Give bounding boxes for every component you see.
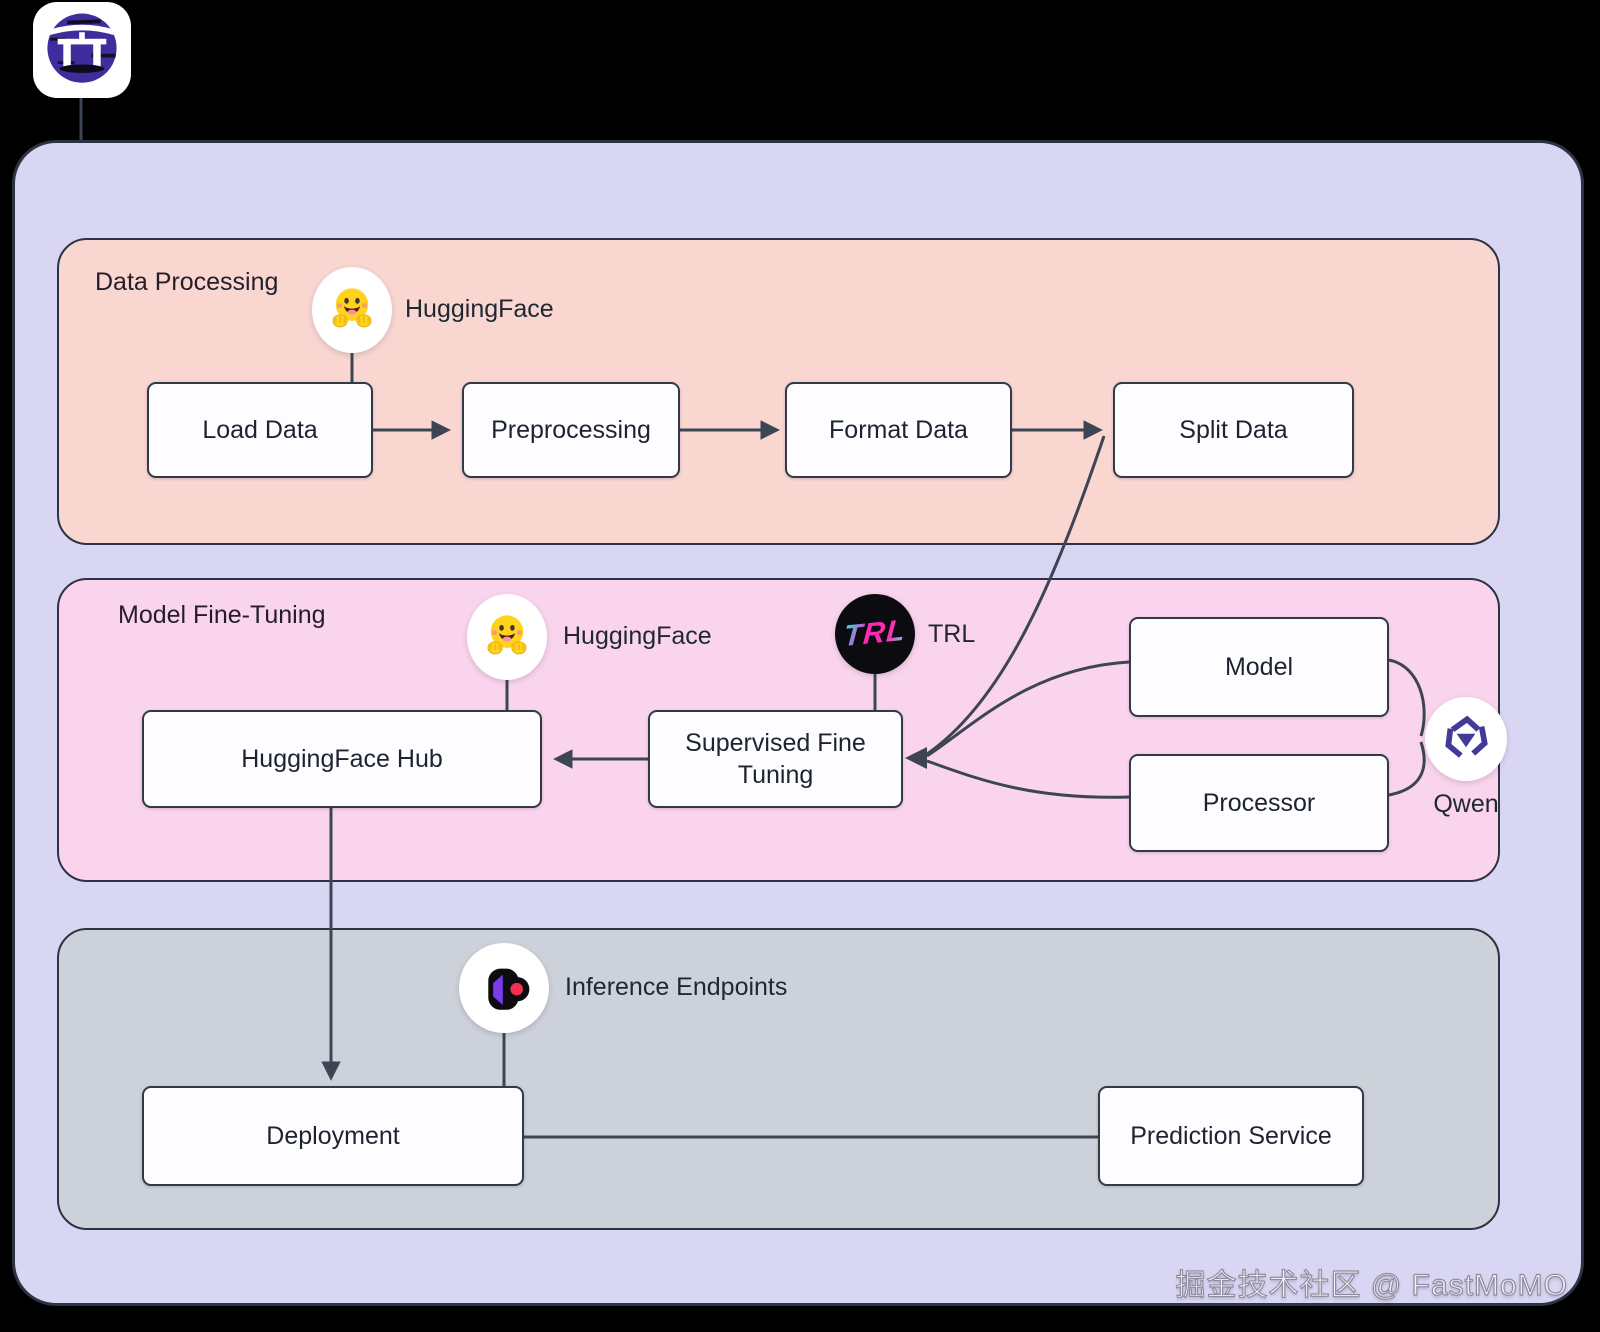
qwen-logo-icon: [1445, 715, 1488, 758]
node-model-label: Model: [1224, 652, 1294, 681]
data-processing-title: Data Processing: [95, 268, 279, 296]
torii-gate-icon: [47, 13, 117, 83]
trl-icon-badge: TRL: [835, 594, 915, 674]
node-processor-label: Processor: [1202, 788, 1316, 817]
huggingface-icon-badge-2: [467, 594, 547, 680]
inference-endpoints-caption: Inference Endpoints: [565, 973, 788, 1001]
model-fine-tuning-title: Model Fine-Tuning: [118, 601, 326, 629]
inference-endpoints-icon: [488, 968, 530, 1010]
trl-icon: TRL: [842, 613, 908, 654]
trl-caption: TRL: [928, 620, 976, 648]
inference-endpoints-icon-badge: [459, 943, 549, 1033]
huggingface-caption-1: HuggingFace: [405, 295, 554, 323]
huggingface-caption-2: HuggingFace: [563, 622, 712, 650]
node-processor: Processor: [1129, 754, 1389, 852]
huggingface-icon: [332, 288, 372, 328]
torii-logo: [33, 2, 131, 98]
node-model: Model: [1129, 617, 1389, 717]
node-format-data-label: Format Data: [829, 415, 968, 444]
node-huggingface-hub: HuggingFace Hub: [142, 710, 542, 808]
node-deployment-label: Deployment: [266, 1121, 400, 1150]
node-supervised-fine-tuning-label: Supervised Fine Tuning: [685, 728, 866, 790]
node-load-data-label: Load Data: [202, 415, 318, 444]
qwen-caption: Qwen: [1433, 790, 1499, 818]
node-load-data: Load Data: [147, 382, 373, 478]
node-prediction-service-label: Prediction Service: [1130, 1121, 1332, 1150]
node-prediction-service: Prediction Service: [1098, 1086, 1364, 1186]
huggingface-icon: [487, 615, 527, 655]
node-format-data: Format Data: [785, 382, 1012, 478]
huggingface-icon-badge-1: [312, 267, 392, 353]
node-split-data-label: Split Data: [1179, 415, 1288, 444]
node-preprocessing-label: Preprocessing: [491, 415, 651, 444]
node-supervised-fine-tuning: Supervised Fine Tuning: [648, 710, 903, 808]
node-preprocessing: Preprocessing: [462, 382, 680, 478]
node-huggingface-hub-label: HuggingFace Hub: [241, 744, 443, 773]
watermark: 掘金技术社区 @ FastMoMO: [1175, 1268, 1568, 1302]
qwen-icon-badge: [1425, 697, 1507, 781]
node-deployment: Deployment: [142, 1086, 524, 1186]
node-split-data: Split Data: [1113, 382, 1354, 478]
